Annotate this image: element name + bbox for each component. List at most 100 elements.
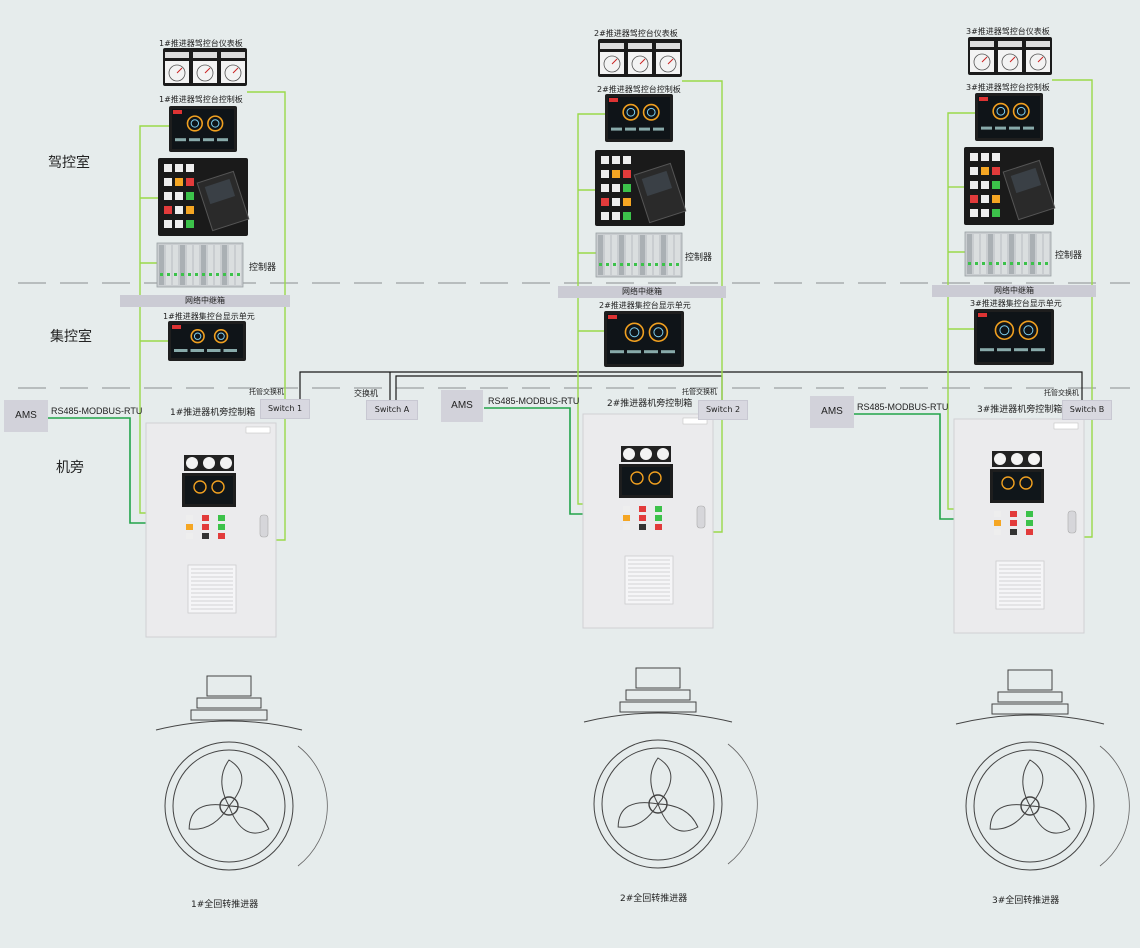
switch-b[interactable]: Switch B [1062, 400, 1112, 420]
panel-button [970, 195, 978, 203]
gauge-nameplate [600, 43, 624, 49]
propeller-hub [219, 796, 239, 816]
cabinet-screen [185, 476, 233, 504]
ethernet-line-left [139, 125, 169, 514]
gauge-face [600, 52, 624, 74]
panel-button [981, 181, 989, 189]
ecr-display-dial-inner [653, 327, 664, 338]
ethernet-line-left [577, 113, 605, 505]
thruster-motor [1007, 669, 1053, 691]
switch-2[interactable]: Switch 2 [698, 400, 748, 420]
nozzle-inner [973, 749, 1087, 863]
ecr-display-readout [997, 348, 1011, 352]
nozzle-inner [172, 749, 286, 863]
plc-module [208, 245, 213, 285]
panel-button [601, 184, 609, 192]
cabinet-gauge [1028, 453, 1040, 465]
rs485-line [484, 407, 583, 515]
panel-button [981, 195, 989, 203]
relay-box: 网络中继箱 [558, 286, 726, 298]
cabinet-screen [622, 467, 670, 495]
switch-1[interactable]: Switch 1 [260, 399, 310, 419]
plc-module [215, 245, 220, 285]
cabinet-button [623, 515, 630, 521]
gauge-nameplate [998, 41, 1022, 47]
plc-led [669, 263, 672, 266]
plc-rack [156, 242, 244, 288]
gauge-needle [639, 58, 646, 65]
panel-button [612, 156, 620, 164]
touch-display-dial-inner [190, 119, 200, 128]
plc-led [181, 273, 184, 276]
plc-led [982, 262, 985, 265]
switch-a[interactable]: Switch A [366, 400, 418, 420]
ecr-display-dial [1018, 320, 1039, 341]
cabinet-button [655, 524, 662, 530]
cabinet-button [655, 506, 662, 512]
ecr-display-readout [627, 350, 641, 354]
ecr-display-dial-inner [1023, 325, 1034, 336]
thruster-flange [619, 701, 697, 713]
panel-button [186, 206, 194, 214]
nozzle-outer [593, 739, 723, 869]
gauge-face [970, 50, 994, 72]
instrument-panel [163, 48, 247, 86]
local-box-label: 3#推进器机旁控制箱 [977, 405, 1063, 415]
plc-module [187, 245, 192, 285]
plc-led [648, 263, 651, 266]
touch-display-readout [1009, 126, 1020, 130]
ecr-display-readout [174, 349, 188, 352]
instrument-panel-label: 3#推进器驾控台仪表板 [966, 27, 1050, 36]
touch-display-panel [605, 94, 673, 142]
unit-2-graphics [484, 39, 758, 869]
ams-box: AMS [810, 396, 854, 428]
plc-module [988, 234, 993, 274]
cabinet-button [202, 533, 209, 539]
gauge-needle [981, 56, 988, 63]
ecr-display-readout [644, 350, 658, 354]
cabinet-gauge [640, 448, 652, 460]
touch-display-status-chip [609, 98, 618, 102]
panel-button [601, 156, 609, 164]
gauge-dial [659, 55, 677, 73]
cabinet-brand-plate [245, 426, 271, 434]
gauge-dial [1001, 53, 1019, 71]
plc-led [613, 263, 616, 266]
panel-button [623, 212, 631, 220]
propeller-blade [650, 757, 672, 805]
plc-module [619, 235, 624, 275]
cabinet-button [639, 506, 646, 512]
cabinet-door-handle [1067, 510, 1077, 534]
cabinet-button [218, 533, 225, 539]
panel-button [612, 212, 620, 220]
panel-button [164, 220, 172, 228]
touch-display-readout [639, 127, 650, 131]
ecr-display-dial [213, 329, 229, 344]
nozzle-outer [965, 741, 1095, 871]
plc-module [654, 235, 659, 275]
panel-button [175, 178, 183, 186]
instrument-panel [598, 39, 682, 77]
cabinet-button [994, 529, 1001, 535]
plc-led [606, 263, 609, 266]
plc-led [160, 273, 163, 276]
touch-display-dial-inner [626, 107, 636, 117]
instrument-panel-label: 1#推进器驾控台仪表板 [159, 39, 243, 48]
touch-display-readout [611, 127, 622, 131]
button-control-panel [595, 150, 685, 226]
plc-module [166, 245, 171, 285]
gauge-needle [1009, 56, 1016, 63]
plc-led [167, 273, 170, 276]
plc-led [216, 273, 219, 276]
cabinet-button [1026, 520, 1033, 526]
gauge-nameplate [656, 43, 680, 49]
panel-button [623, 170, 631, 178]
plc-module [180, 245, 185, 285]
plc-rack [964, 231, 1052, 277]
panel-button [164, 164, 172, 172]
panel-button [623, 184, 631, 192]
ecr-display-screen [977, 312, 1051, 362]
ecr-display-unit [604, 311, 684, 367]
